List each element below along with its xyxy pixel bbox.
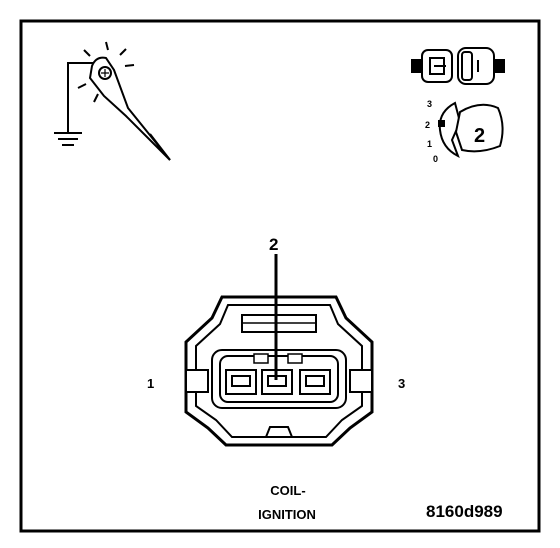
ground-symbol-icon xyxy=(54,62,96,146)
pin-1-label: 1 xyxy=(147,376,154,391)
terminal-number-2: 2 xyxy=(425,120,430,130)
pin-2-callout: 2 xyxy=(269,235,278,254)
terminal-view-icon: 3 2 1 0 2 xyxy=(425,99,504,164)
pin-3-label: 3 xyxy=(398,376,405,391)
terminal-number-0: 0 xyxy=(433,154,438,164)
frame-border xyxy=(19,19,541,533)
connector-name-line1: COIL- xyxy=(270,483,305,498)
test-light-probe-icon xyxy=(77,41,171,161)
terminal-cavity-3 xyxy=(299,369,331,395)
figure-id: 8160d989 xyxy=(426,502,503,521)
terminal-side-label: 2 xyxy=(474,125,485,147)
connector-pair-icon xyxy=(411,47,505,85)
terminal-number-1: 1 xyxy=(427,139,432,149)
terminal-cavity-1 xyxy=(225,369,257,395)
terminal-number-3: 3 xyxy=(427,99,432,109)
connector-name-line2: IGNITION xyxy=(258,507,316,522)
connector-face xyxy=(184,295,374,447)
